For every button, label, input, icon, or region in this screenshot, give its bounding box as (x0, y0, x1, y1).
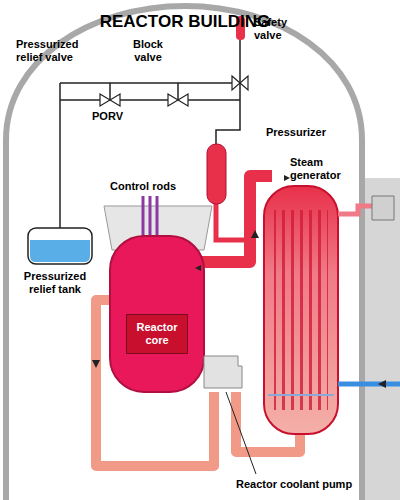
part-label: Steam generator (290, 156, 360, 181)
relief-tank (28, 228, 92, 264)
part-label: Safety valve (254, 16, 302, 41)
steam-generator (264, 186, 338, 434)
steam-pipe (338, 206, 372, 214)
pressurizer (207, 144, 226, 204)
diagram-title: REACTOR BUILDING (0, 12, 370, 32)
part-label: Pressurizer (266, 126, 356, 139)
part-label: PORV (92, 110, 142, 123)
valve-symbol (100, 76, 248, 106)
part-label: Block valve (126, 38, 170, 63)
reactor-vessel (110, 236, 204, 392)
turbine (372, 196, 394, 220)
node-text: Reactor core (131, 321, 183, 346)
part-label: Pressurized relief valve (16, 38, 102, 63)
leader-line (226, 392, 256, 474)
containment-wall (6, 6, 362, 500)
part-label: Reactor coolant pump (236, 478, 366, 491)
core-box: Reactor core (126, 314, 188, 354)
coolant-pump (204, 356, 242, 388)
part-label: Pressurized relief tank (14, 270, 96, 295)
part-label: Control rods (110, 180, 190, 193)
feedwater-pipe (338, 382, 400, 387)
flow-arrow (92, 175, 386, 388)
surge-line (216, 200, 248, 240)
adjacent-building (364, 178, 400, 500)
